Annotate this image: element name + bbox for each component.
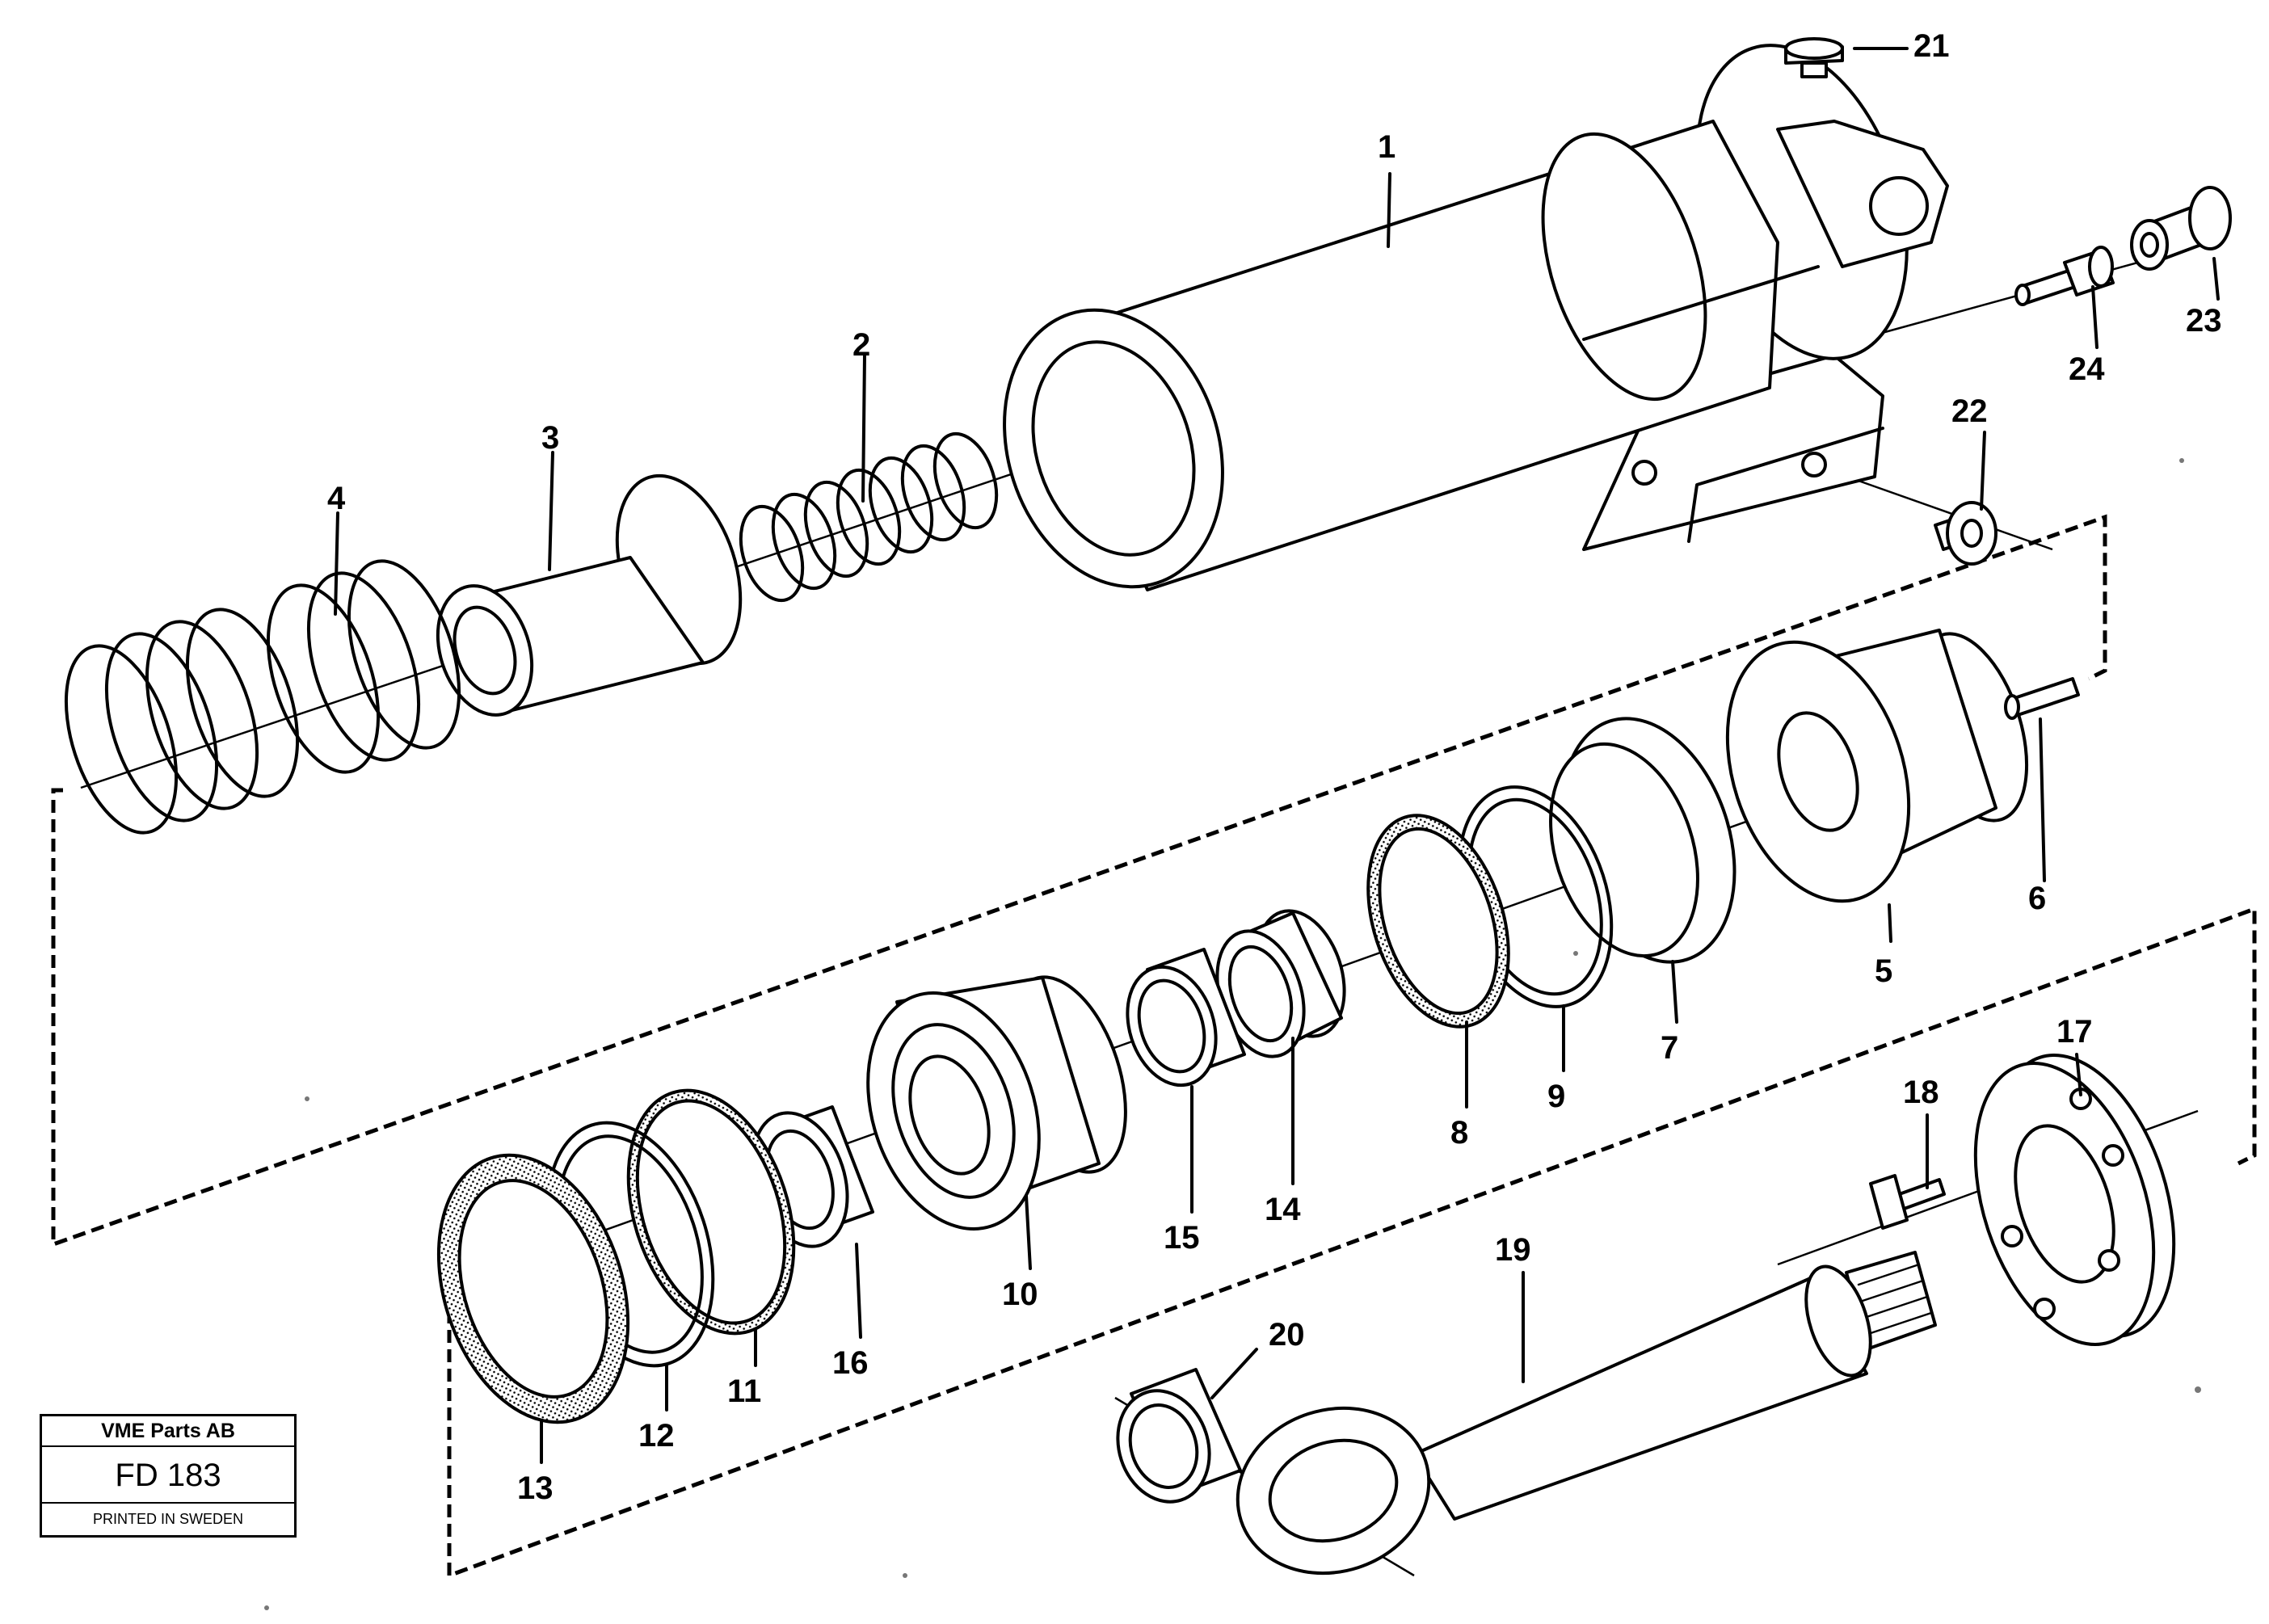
- part-sleeve: [436, 473, 743, 717]
- part-seal-8: [1366, 814, 1510, 1029]
- drawing-code: FD 183: [42, 1447, 294, 1504]
- callout-24: 24: [2069, 351, 2105, 387]
- title-block: VME Parts AB FD 183 PRINTED IN SWEDEN: [40, 1414, 297, 1538]
- callout-12: 12: [638, 1418, 675, 1454]
- callout-9: 9: [1547, 1079, 1565, 1114]
- part-bushing-16: [751, 1105, 874, 1248]
- callout-11: 11: [727, 1374, 761, 1409]
- callout-10: 10: [1002, 1277, 1038, 1312]
- callout-8: 8: [1450, 1115, 1468, 1151]
- callout-3: 3: [541, 420, 559, 456]
- scan-speckles: [264, 458, 2201, 1610]
- part-flange: [1973, 1054, 2176, 1346]
- part-screw: [2004, 677, 2080, 720]
- callout-19: 19: [1495, 1232, 1531, 1268]
- callout-18: 18: [1903, 1075, 1939, 1110]
- callout-17: 17: [2056, 1014, 2093, 1050]
- callout-22: 22: [1951, 393, 1988, 429]
- part-plug-22: [1934, 501, 1997, 566]
- callout-23: 23: [2186, 303, 2222, 339]
- callout-21: 21: [1913, 28, 1950, 64]
- callout-1: 1: [1378, 129, 1395, 165]
- part-bushing-20: [1116, 1368, 1242, 1504]
- part-cylinder-tube: [1003, 44, 1949, 591]
- part-small-spring: [739, 431, 999, 603]
- callout-2: 2: [852, 327, 870, 363]
- part-large-spring: [64, 559, 461, 835]
- assembly-guide-lines: [51, 514, 2257, 1579]
- part-bolt: [1869, 1174, 1946, 1230]
- part-plug-21: [1784, 37, 1844, 78]
- part-piston: [1725, 629, 2029, 903]
- callout-16: 16: [832, 1345, 869, 1381]
- part-bushing-15: [1126, 948, 1246, 1088]
- part-ring-11: [626, 1088, 796, 1336]
- part-bushing-14: [1215, 909, 1346, 1058]
- company-name: VME Parts AB: [42, 1416, 294, 1447]
- part-fitting-23: [2130, 186, 2232, 271]
- leader-lines: [334, 47, 2220, 1464]
- callout-7: 7: [1661, 1030, 1678, 1066]
- part-ring-7: [1549, 717, 1736, 964]
- callout-labels: 1 2 3 4 5 6 7 8 9 10 11 12 13 14 15 16 1…: [327, 28, 2222, 1506]
- callout-13: 13: [517, 1470, 554, 1506]
- part-gland: [866, 975, 1127, 1231]
- callout-5: 5: [1875, 953, 1892, 989]
- callout-14: 14: [1265, 1192, 1301, 1227]
- print-note: PRINTED IN SWEDEN: [92, 1511, 243, 1527]
- callout-15: 15: [1164, 1220, 1200, 1256]
- part-valve-24: [2014, 246, 2115, 306]
- part-washer-13: [436, 1153, 630, 1424]
- callout-20: 20: [1269, 1317, 1305, 1353]
- callout-4: 4: [327, 481, 346, 516]
- callout-6: 6: [2028, 881, 2046, 916]
- part-piston-rod: [1236, 1251, 1937, 1576]
